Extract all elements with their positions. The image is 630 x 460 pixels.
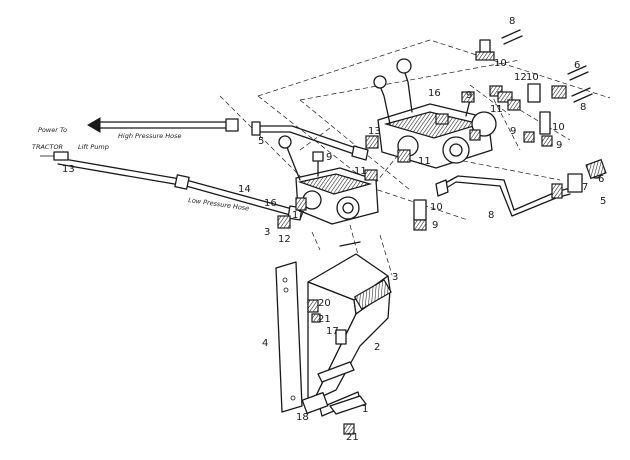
top-right-fittings	[469, 29, 593, 147]
callout-3-left: 3	[264, 227, 270, 238]
callout-4: 4	[262, 338, 268, 349]
callout-12-left: 12	[278, 234, 291, 245]
callout-21-top: 21	[318, 314, 331, 325]
callout-9-mid: 9	[510, 126, 516, 137]
low-pressure-hose-label: Low Pressure Hose	[188, 196, 250, 212]
low-pressure-hose	[57, 157, 303, 221]
high-pressure-hose-label: High Pressure Hose	[118, 132, 181, 140]
mounting-bracket	[275, 241, 392, 435]
callout-3-bracket: 3	[392, 272, 398, 283]
callout-numbers: 8 10 12 6 10 8 16 9 11 9 10 9 13 5 9 11 …	[62, 16, 606, 443]
callout-7: 7	[582, 182, 588, 193]
callout-6-right: 6	[598, 174, 604, 185]
callout-8-right: 8	[580, 102, 586, 113]
callout-16-top: 16	[428, 88, 441, 99]
callout-5: 5	[258, 136, 264, 147]
callout-17-bracket: 17	[326, 326, 339, 337]
high-pressure-hose	[87, 117, 369, 161]
callout-11-left: 11	[354, 166, 367, 177]
callout-2: 2	[374, 342, 380, 353]
callout-9-left: 9	[326, 152, 332, 163]
callout-17: 17	[292, 210, 305, 221]
callout-8-bottom: 8	[488, 210, 494, 221]
callout-11-mid: 11	[418, 156, 431, 167]
callout-1: 1	[362, 404, 368, 415]
callout-13-left: 13	[62, 164, 75, 175]
callout-9-center: 9	[432, 220, 438, 231]
callout-13: 13	[368, 126, 381, 137]
callout-10-mid: 10	[526, 72, 539, 83]
tractor-note-line1: Power To	[38, 126, 67, 134]
tractor-note-line3: Lift Pump	[78, 143, 109, 151]
callout-8-top: 8	[509, 16, 515, 27]
tractor-note-line2: TRACTOR	[32, 143, 63, 151]
right-hose-assembly	[435, 158, 607, 217]
callout-9-right: 9	[556, 140, 562, 151]
center-fittings	[277, 135, 427, 231]
callout-5-right: 5	[600, 196, 606, 207]
callout-12-right: 12	[514, 72, 527, 83]
callout-6-top: 6	[574, 60, 580, 71]
callout-14: 14	[238, 184, 251, 195]
callout-16-left: 16	[264, 198, 277, 209]
callout-9-top: 9	[466, 90, 472, 101]
callout-11-right: 11	[490, 104, 503, 115]
callout-18: 18	[296, 412, 309, 423]
callout-10-top: 10	[494, 58, 507, 69]
callout-21-bottom: 21	[346, 432, 359, 443]
callout-20: 20	[318, 298, 331, 309]
callout-10-center: 10	[430, 202, 443, 213]
callout-10-right: 10	[552, 122, 565, 133]
tractor-note: Power To TRACTOR Lift Pump	[32, 126, 109, 161]
